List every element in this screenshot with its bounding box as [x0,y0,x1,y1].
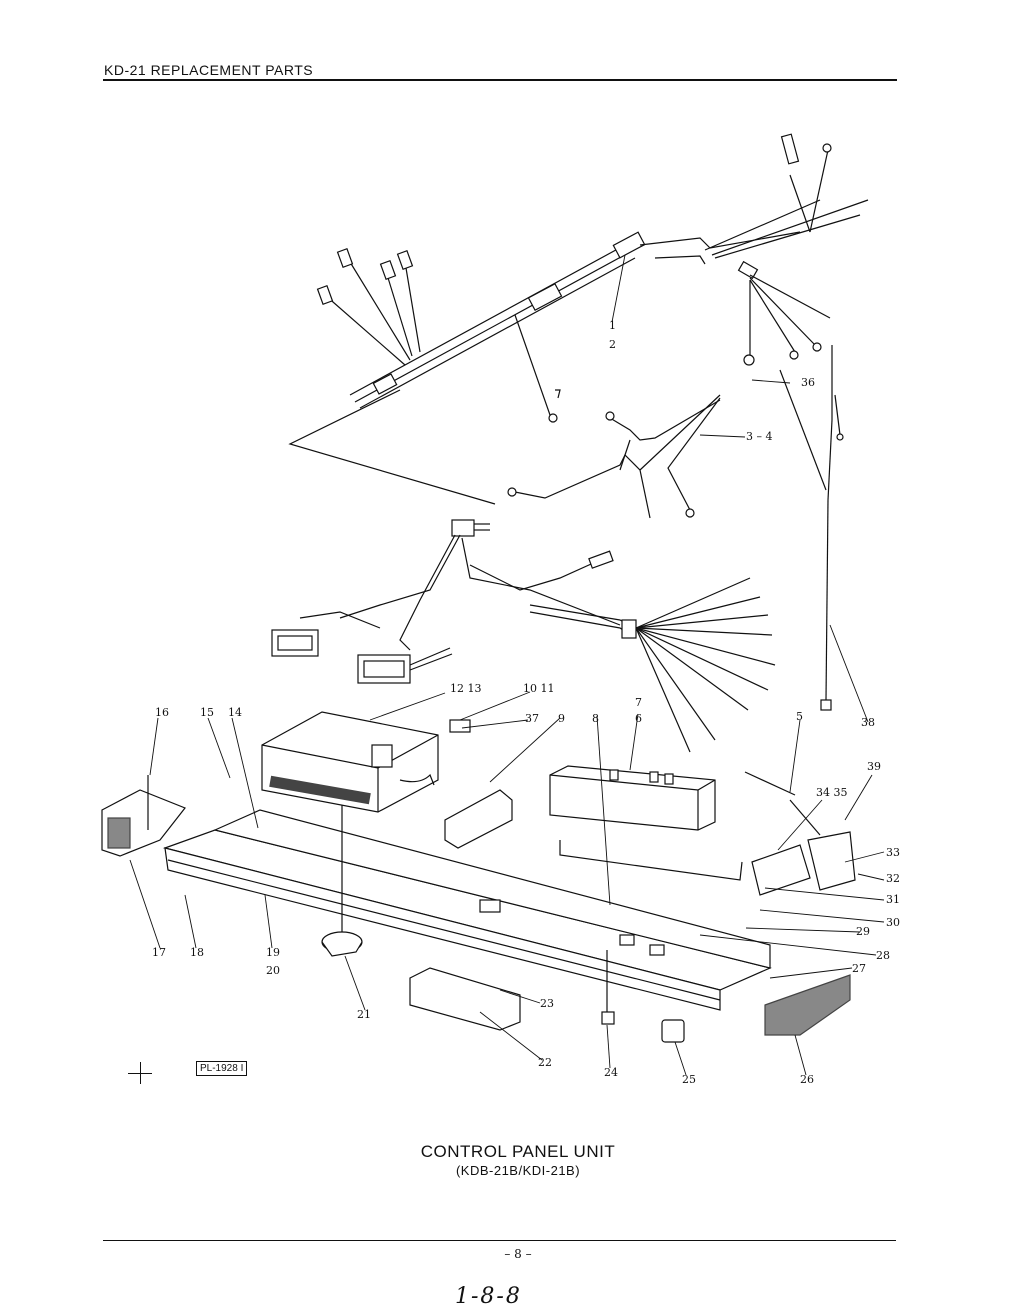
plate-id-label: PL-1928 I [196,1061,248,1076]
wire-harness-lower [271,369,833,753]
bracket-part-9 [444,719,513,849]
registration-mark [140,1062,141,1084]
main-panel-rail [162,809,772,1011]
callout-label: 1 [609,319,616,332]
callout-label: 32 [886,872,900,885]
callout-label: 20 [266,964,280,977]
callout-label: 10 11 [523,682,555,695]
footer-rule [103,1240,896,1241]
callout-label: 12 13 [450,682,482,695]
wire-3-4 [507,394,721,519]
callout-label: 24 [604,1066,618,1079]
callout-label: 25 [682,1073,696,1086]
callout-label: 16 [155,706,169,719]
callout-label: 30 [886,916,900,929]
callout-label: 36 [801,376,815,389]
callout-label: 3 – 4 [746,430,773,443]
callout-label: 8 [592,712,599,725]
nut-part-24 [601,950,615,1025]
trim-strip-part-22 [409,967,521,1031]
callout-label: 9 [558,712,565,725]
relay-board-assembly [549,765,743,881]
callout-label: 33 [886,846,900,859]
callout-label: 6 [635,712,642,725]
callout-label: 37 [525,712,539,725]
callout-label: 34 35 [816,786,848,799]
callout-label: 39 [867,760,881,773]
callout-label: 14 [228,706,242,719]
callout-label: 23 [540,997,554,1010]
callout-label: 15 [200,706,214,719]
handwritten-page-note: 1-8-8 [455,1284,522,1309]
right-end-bracket [764,974,851,1036]
switch-part-39 [744,771,856,896]
callout-label: 2 [609,338,616,351]
callout-label: 38 [861,716,875,729]
speaker-part-21 [321,805,363,957]
page-number: – 8 – [504,1247,532,1261]
callout-label: 18 [190,946,204,959]
callout-label: 28 [876,949,890,962]
callout-label: 7 [635,696,642,709]
callout-label: 19 [266,946,280,959]
callout-label: 17 [152,946,166,959]
callout-label: 26 [800,1073,814,1086]
callout-leader-lines [129,254,885,1076]
callout-label: 22 [538,1056,552,1069]
left-end-bracket [101,775,186,857]
component-tray-assembly [261,711,439,813]
wire-harness-upper [288,133,869,505]
page-header-title: KD-21 REPLACEMENT PARTS [104,62,314,78]
header-rule [103,79,897,81]
diagram-caption-title: CONTROL PANEL UNIT [420,1142,616,1161]
callout-label: 21 [357,1008,371,1021]
clip-part-25 [661,1019,685,1043]
callout-label: 31 [886,893,900,906]
callout-label: 5 [796,710,803,723]
diagram-caption-subtitle: (KDB-21B/KDI-21B) [455,1163,581,1178]
callout-label: 29 [856,925,870,938]
callout-label: 27 [852,962,866,975]
